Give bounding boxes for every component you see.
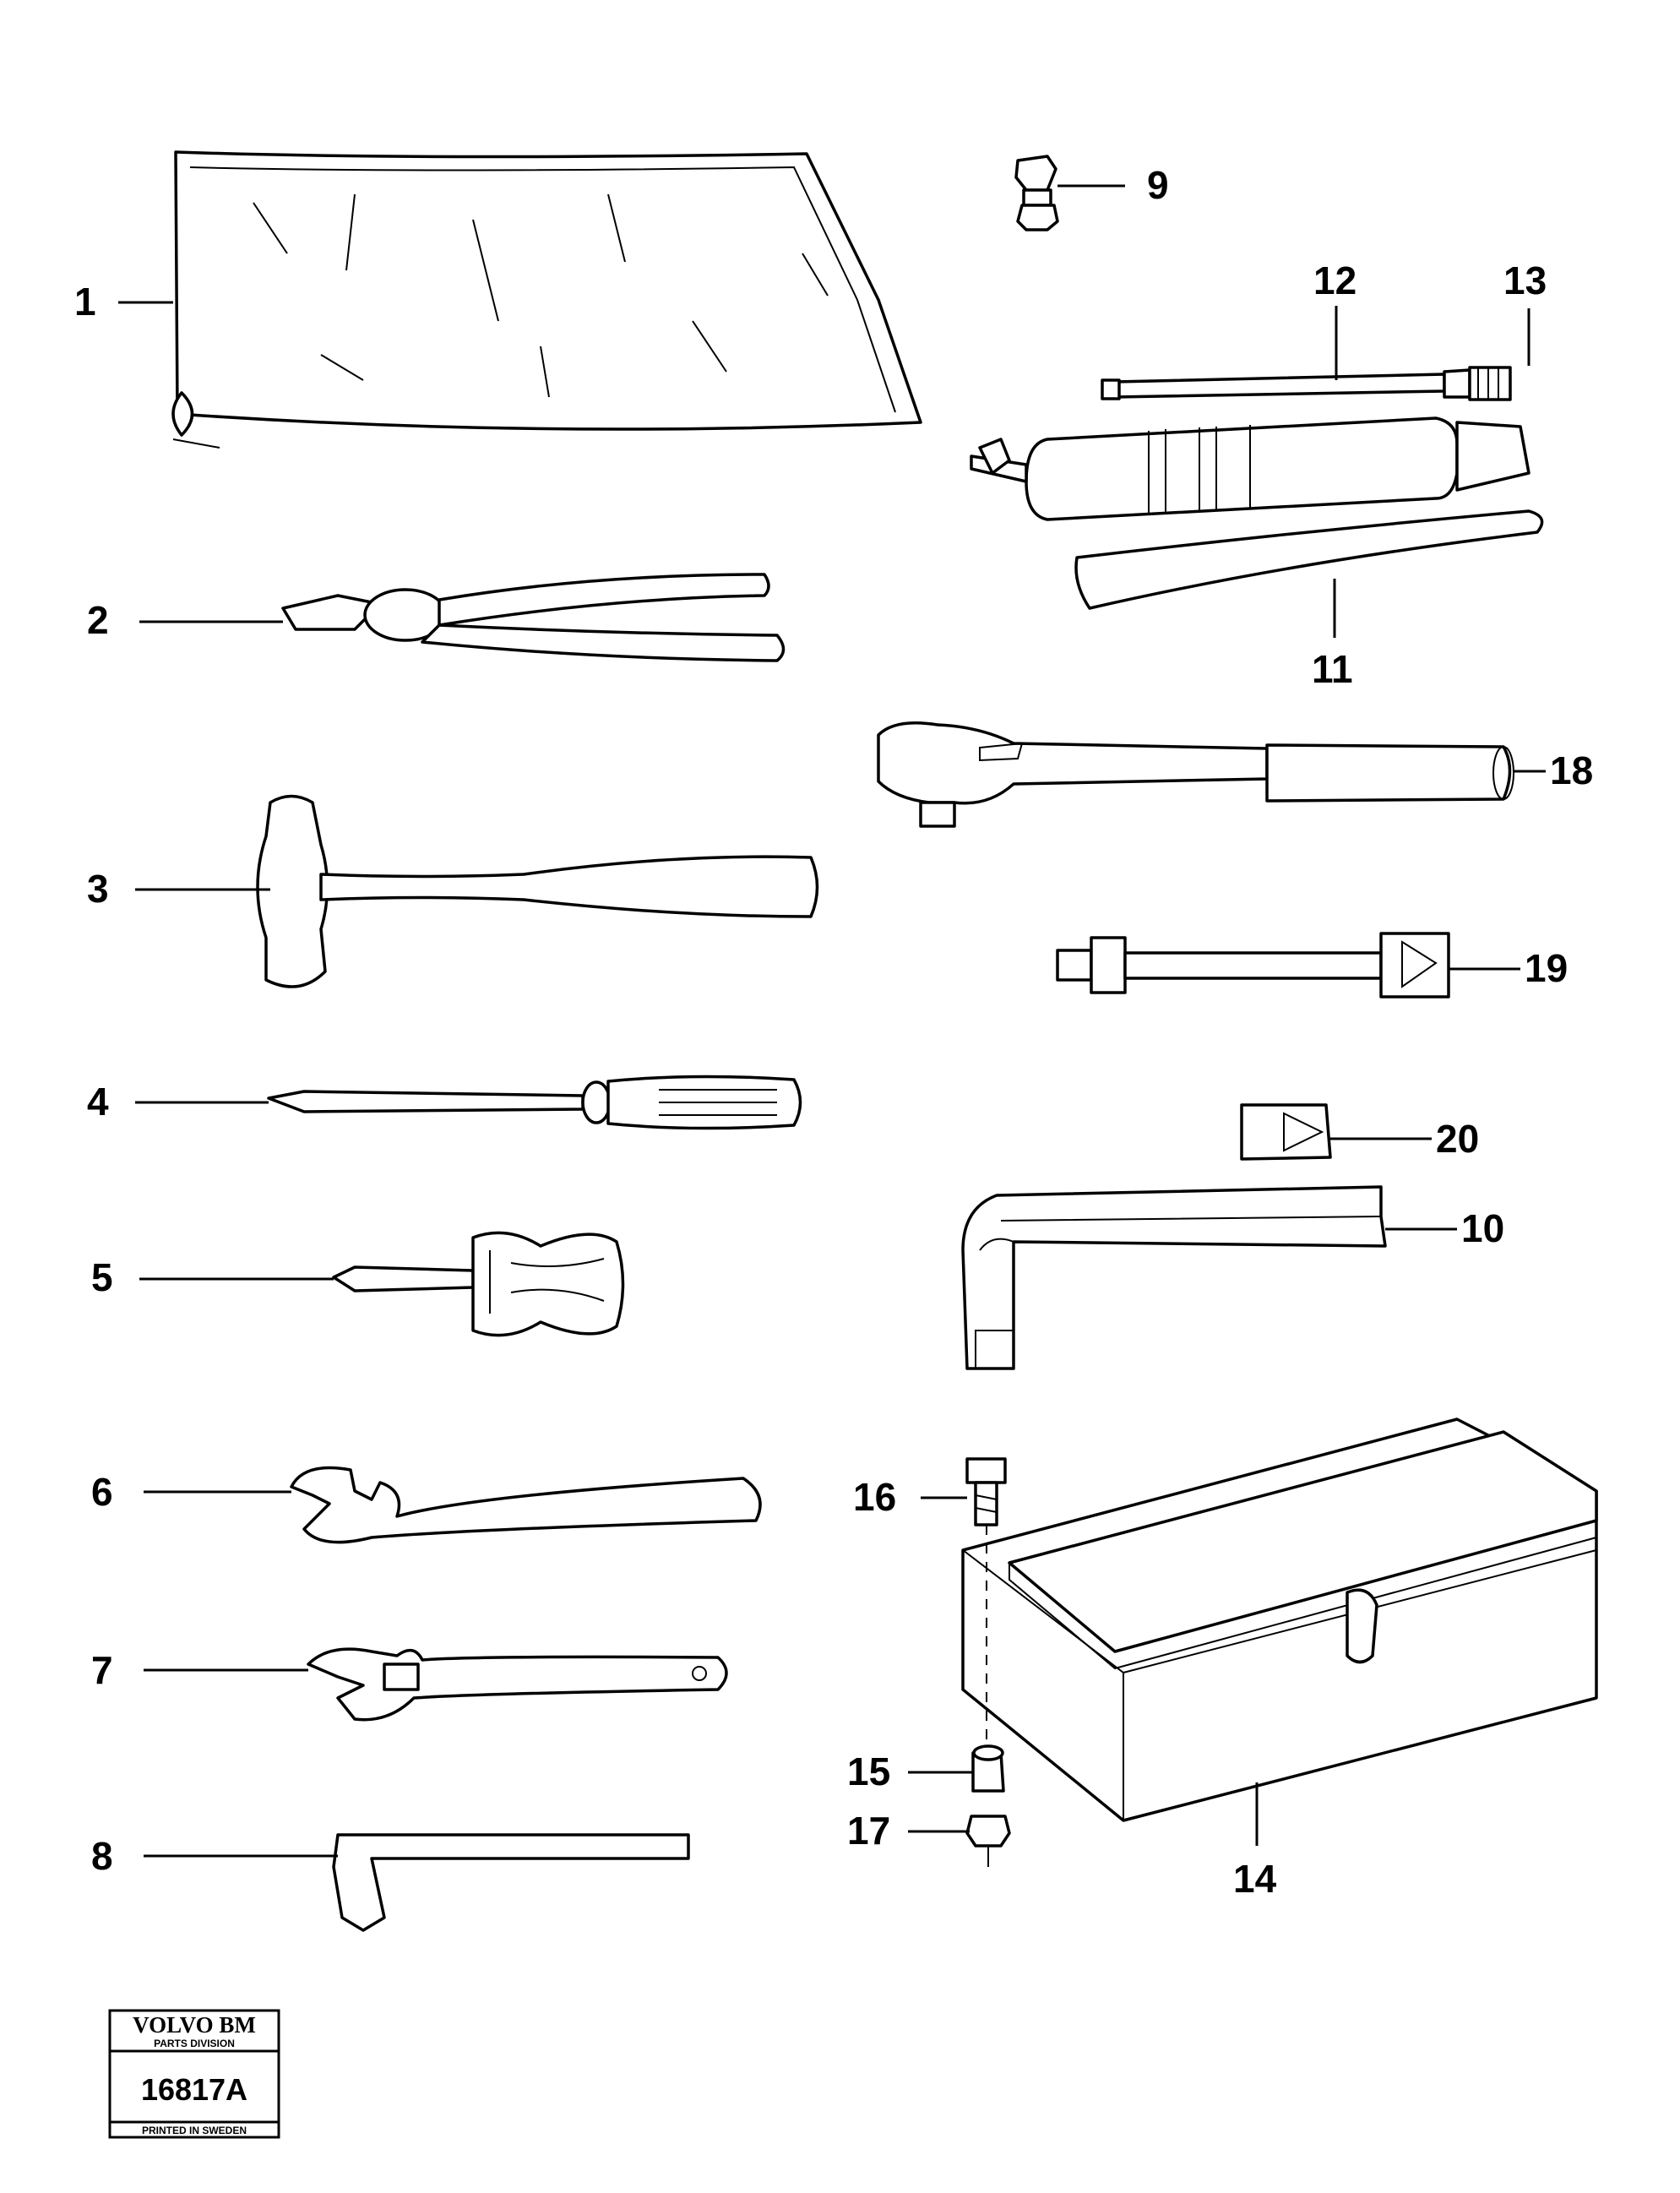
grease-hose <box>1101 373 1446 400</box>
tool-box <box>961 1418 1598 1822</box>
nut <box>965 1815 1011 1867</box>
part-label-18: 18 <box>1550 748 1593 792</box>
stamp-number: 16817A <box>141 2072 247 2107</box>
screwdriver-flat <box>267 1075 802 1130</box>
screwdriver-phillips <box>332 1231 625 1337</box>
wheel-nut-wrench <box>961 1185 1387 1370</box>
part-label-4: 4 <box>87 1080 109 1124</box>
part-label-5: 5 <box>91 1255 113 1299</box>
pliers <box>281 573 786 662</box>
stamp-printed: PRINTED IN SWEDEN <box>142 2125 247 2136</box>
part-label-8: 8 <box>91 1834 113 1878</box>
part-label-19: 19 <box>1525 946 1568 990</box>
extension-bar <box>1056 932 1450 999</box>
stamp-brand: VOLVO BM <box>133 2012 256 2038</box>
part-label-1: 1 <box>74 280 96 324</box>
part-label-17: 17 <box>847 1809 890 1853</box>
grease-nipple <box>1014 155 1059 231</box>
ratchet-handle <box>877 721 1514 828</box>
volvo-bm-stamp: VOLVO BM PARTS DIVISION 16817A PRINTED I… <box>108 2009 280 2139</box>
part-label-12: 12 <box>1313 258 1357 302</box>
tool-bag <box>171 150 922 449</box>
socket <box>1240 1103 1332 1161</box>
spacer <box>971 1744 1005 1793</box>
adjustable-wrench <box>307 1647 728 1722</box>
part-label-10: 10 <box>1461 1206 1504 1250</box>
part-label-9: 9 <box>1147 163 1169 207</box>
part-label-7: 7 <box>91 1648 113 1692</box>
part-label-11: 11 <box>1312 647 1353 691</box>
hammer <box>256 794 819 988</box>
part-label-6: 6 <box>91 1470 113 1514</box>
open-end-wrench <box>290 1466 762 1544</box>
part-label-20: 20 <box>1436 1117 1479 1161</box>
part-label-13: 13 <box>1503 258 1547 302</box>
part-label-16: 16 <box>853 1475 896 1519</box>
grease-gun <box>970 416 1544 610</box>
hex-key <box>332 1833 690 1932</box>
part-label-15: 15 <box>847 1750 890 1793</box>
hose-coupler <box>1443 366 1512 401</box>
part-label-14: 14 <box>1233 1857 1277 1901</box>
stamp-division: PARTS DIVISION <box>154 2038 235 2049</box>
part-label-3: 3 <box>87 867 109 911</box>
part-label-2: 2 <box>87 598 109 642</box>
bolt <box>965 1457 1007 1740</box>
